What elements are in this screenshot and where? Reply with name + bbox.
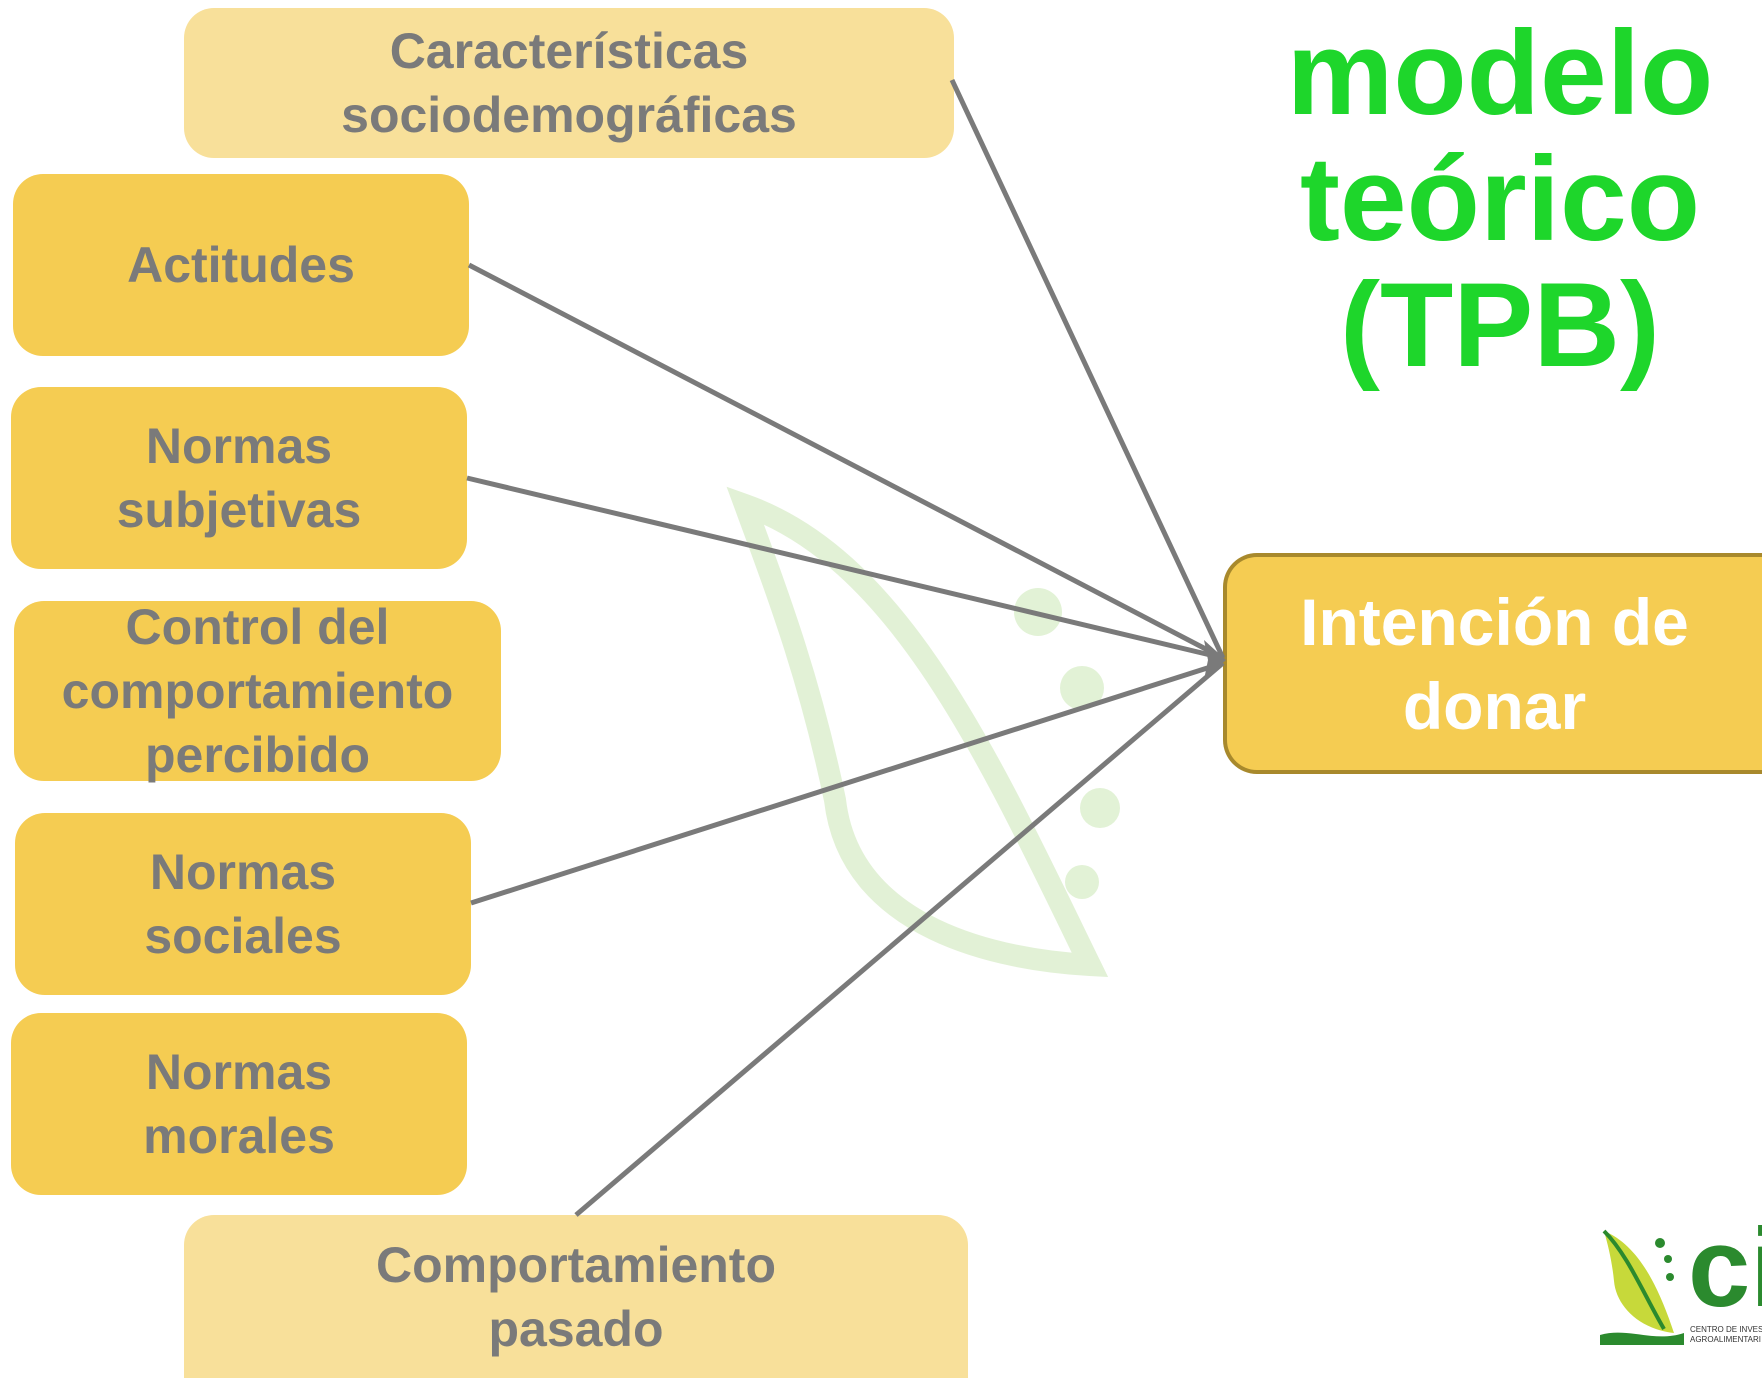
node-normas-sociales: Normas sociales (15, 813, 471, 995)
node-normas-sociales-line-2: sociales (144, 908, 342, 964)
node-normas-morales-line-2: morales (143, 1108, 335, 1164)
node-sociodemographic-line-2: sociodemográficas (341, 87, 797, 143)
node-sociodemographic: Características sociodemográficas (184, 8, 954, 158)
node-sociodemographic-line-1: Características (389, 23, 749, 79)
node-normas-subjetivas: Normas subjetivas (11, 387, 467, 569)
node-normas-sociales-line-1: Normas (149, 844, 337, 900)
cita-logo: ci CENTRO DE INVEST AGROALIMENTARI (1598, 1225, 1762, 1345)
node-comportamiento-pasado: Comportamiento pasado (184, 1215, 968, 1378)
node-intencion-line-2: donar (1402, 668, 1587, 743)
node-control-line-2: comportamiento (61, 663, 454, 719)
logo-wordmark: ci (1688, 1225, 1762, 1330)
node-comportamiento-line-2: pasado (488, 1300, 664, 1357)
node-normas-morales: Normas morales (11, 1013, 467, 1195)
node-intencion-line-1: Intención de (1300, 584, 1689, 659)
node-intencion-de-donar: Intención de donar (1223, 553, 1762, 774)
node-actitudes: Actitudes (13, 174, 469, 356)
diagram-title: modelo teórico (TPB) (1250, 10, 1750, 388)
node-normas-subjetivas-line-2: subjetivas (116, 482, 362, 538)
node-normas-subjetivas-line-1: Normas (145, 418, 333, 474)
title-line-1: modelo (1286, 6, 1714, 140)
node-normas-morales-line-1: Normas (145, 1044, 333, 1100)
title-line-3: (TPB) (1340, 258, 1660, 392)
node-control-line-3: percibido (144, 727, 370, 783)
logo-leaf-icon (1598, 1225, 1684, 1345)
title-line-2: teórico (1299, 132, 1701, 266)
logo-subtitle: CENTRO DE INVEST AGROALIMENTARI (1690, 1325, 1762, 1344)
node-control-percibido: Control del comportamiento percibido (14, 599, 501, 783)
node-comportamiento-line-1: Comportamiento (376, 1236, 776, 1293)
node-actitudes-line-1: Actitudes (127, 237, 355, 293)
node-control-line-1: Control del (125, 599, 390, 655)
